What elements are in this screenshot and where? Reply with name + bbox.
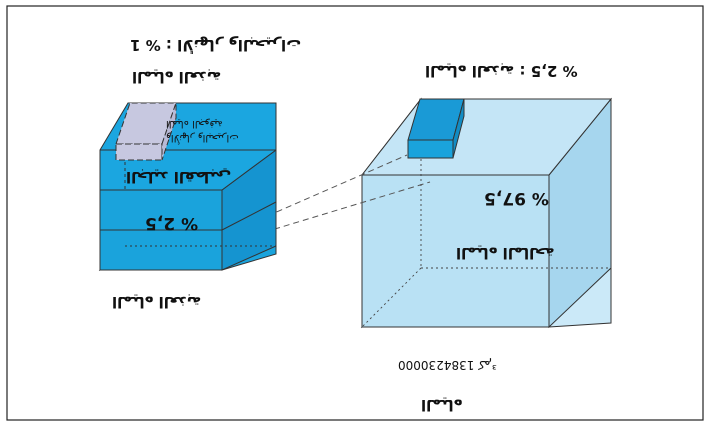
groundwater-label: المياه الجوفية (166, 118, 223, 129)
connector-line (254, 181, 431, 236)
fresh-water-mini-label: المياه العذبة : 2,5 % (425, 62, 578, 80)
total-volume: 1384230000 كم³ (398, 358, 497, 372)
total-water-title: المياه (421, 396, 463, 414)
rivers-lakes-sub-label: والأنهار والبحيرات (166, 132, 239, 143)
frame-border (6, 5, 704, 421)
rivers-lakes-percent: 1 % : الأنهار والبحيرات (130, 36, 302, 54)
fresh-water-percent: 2,5 % (145, 213, 199, 233)
fresh-water-mini-cube (407, 98, 465, 159)
fresh-water-fraction-title: المياه العذبة (132, 68, 222, 86)
fresh-water-cube (98, 102, 277, 272)
fresh-water-title: المياه العذبة (112, 293, 202, 311)
salt-water-cube (360, 97, 613, 329)
salt-water-percent: 97,5 % (484, 188, 549, 208)
glacier-label: الجليد القطبي (126, 168, 232, 186)
salt-water-label: المياه المالحة (456, 244, 555, 262)
